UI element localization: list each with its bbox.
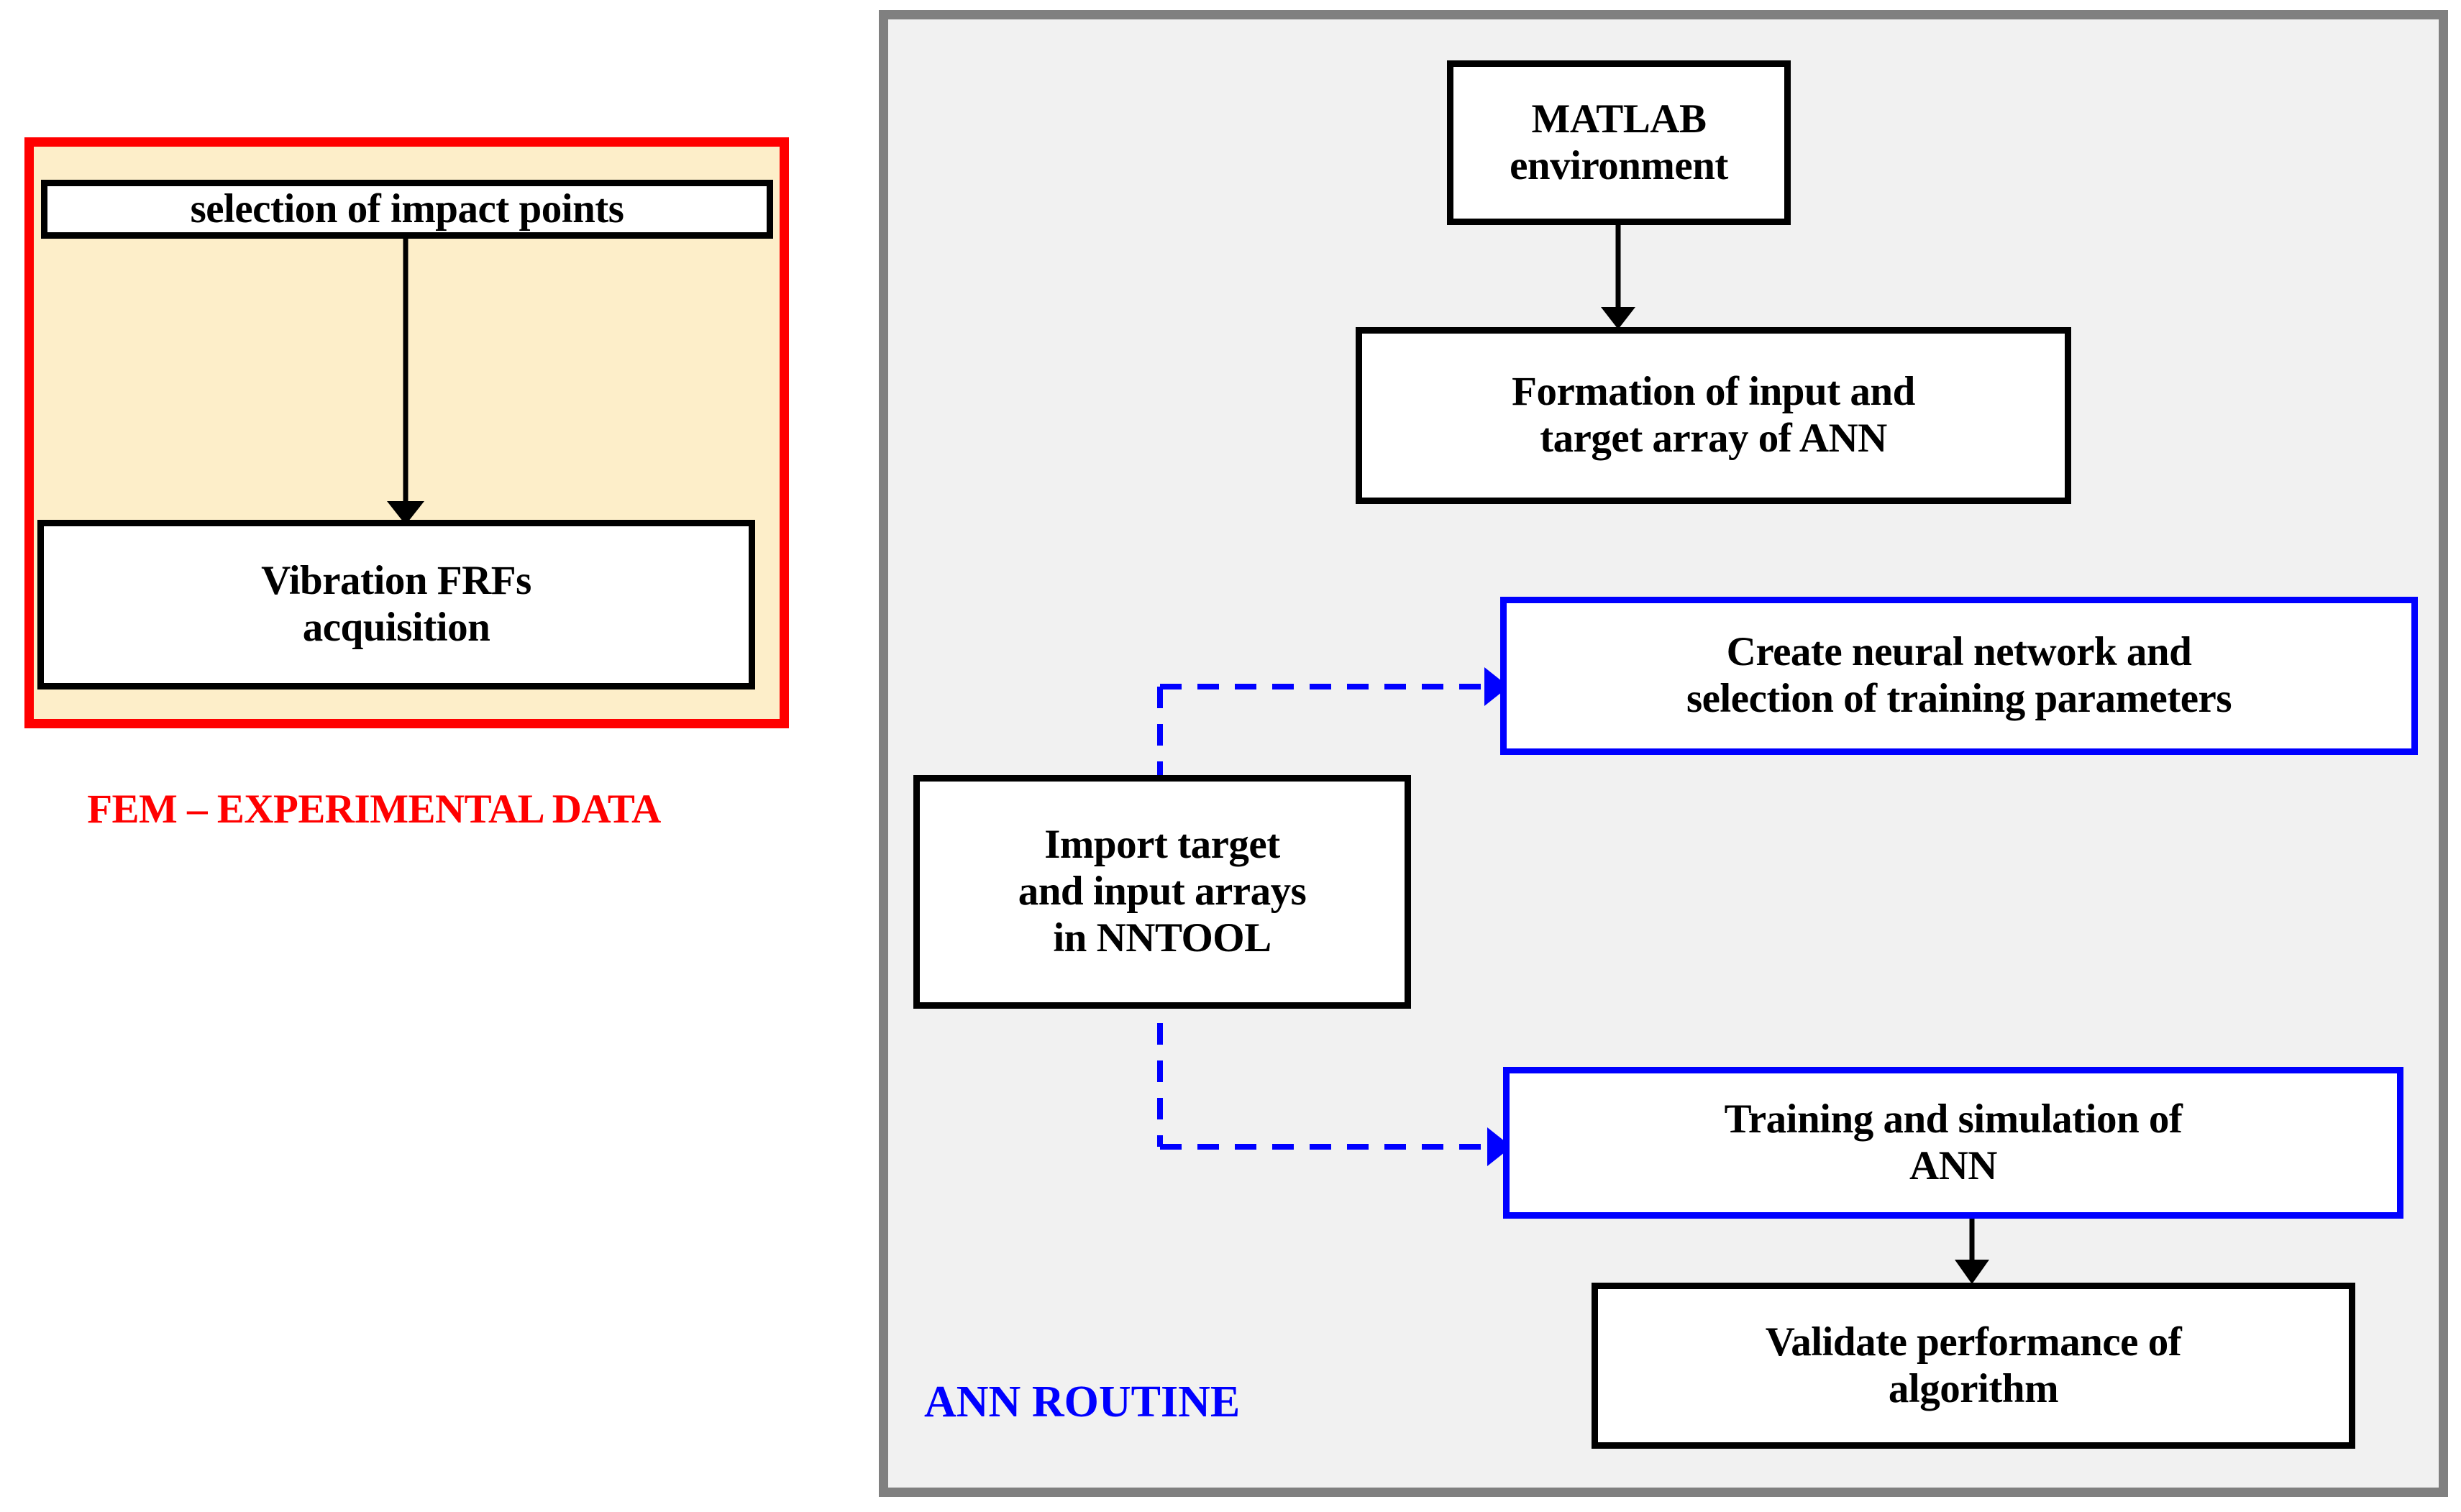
node-label: Validate performance of algorithm (1765, 1319, 2182, 1413)
node-formation-of-input-and-target-array[interactable]: Formation of input and target array of A… (1356, 327, 2071, 504)
ann-panel-caption: ANN ROUTINE (924, 1377, 1240, 1428)
node-label-line2: and input arrays (1018, 869, 1307, 915)
node-label: Import target and input arrays in NNTOOL (1018, 822, 1307, 962)
node-label-line2: ANN (1909, 1142, 1998, 1188)
node-label: Create neural network and selection of t… (1686, 629, 2232, 723)
ann-caption-text: ANN ROUTINE (924, 1378, 1241, 1426)
node-import-target-and-input-arrays[interactable]: Import target and input arrays in NNTOOL (913, 775, 1411, 1009)
node-label-line1: Import target (1044, 822, 1280, 868)
node-label-line2: target array of ANN (1540, 416, 1887, 461)
node-label-line1: Formation of input and (1512, 369, 1915, 415)
node-validate-performance-of-algorithm[interactable]: Validate performance of algorithm (1592, 1283, 2355, 1449)
node-label-line3: in NNTOOL (1053, 915, 1271, 961)
node-label: Formation of input and target array of A… (1512, 369, 1915, 462)
node-vibration-frfs-acquisition[interactable]: Vibration FRFs acquisition (37, 520, 755, 689)
node-label-line1: Validate performance of (1765, 1319, 2182, 1365)
node-label-line2: selection of training parameters (1686, 676, 2232, 721)
fem-panel-caption: FEM – EXPERIMENTAL DATA (7, 785, 741, 834)
node-label-line2: environment (1510, 142, 1728, 188)
node-label-line2: acquisition (302, 605, 490, 650)
node-label-line1: Vibration FRFs (261, 558, 531, 604)
node-matlab-environment[interactable]: MATLAB environment (1447, 60, 1791, 225)
fem-caption-text: FEM – EXPERIMENTAL DATA (87, 787, 661, 832)
node-selection-of-impact-points[interactable]: selection of impact points (41, 180, 773, 239)
node-label: Training and simulation of ANN (1725, 1096, 2183, 1190)
node-label-line2: algorithm (1888, 1365, 2059, 1411)
node-label: Vibration FRFs acquisition (261, 558, 531, 651)
node-create-neural-network[interactable]: Create neural network and selection of t… (1500, 597, 2418, 755)
node-training-and-simulation-of-ann[interactable]: Training and simulation of ANN (1503, 1067, 2403, 1219)
node-label-line1: MATLAB (1531, 96, 1707, 142)
node-label-line1: Training and simulation of (1724, 1096, 2183, 1142)
node-label: selection of impact points (190, 185, 624, 232)
node-label-line1: Create neural network and (1726, 629, 2192, 675)
node-label: MATLAB environment (1510, 96, 1728, 190)
